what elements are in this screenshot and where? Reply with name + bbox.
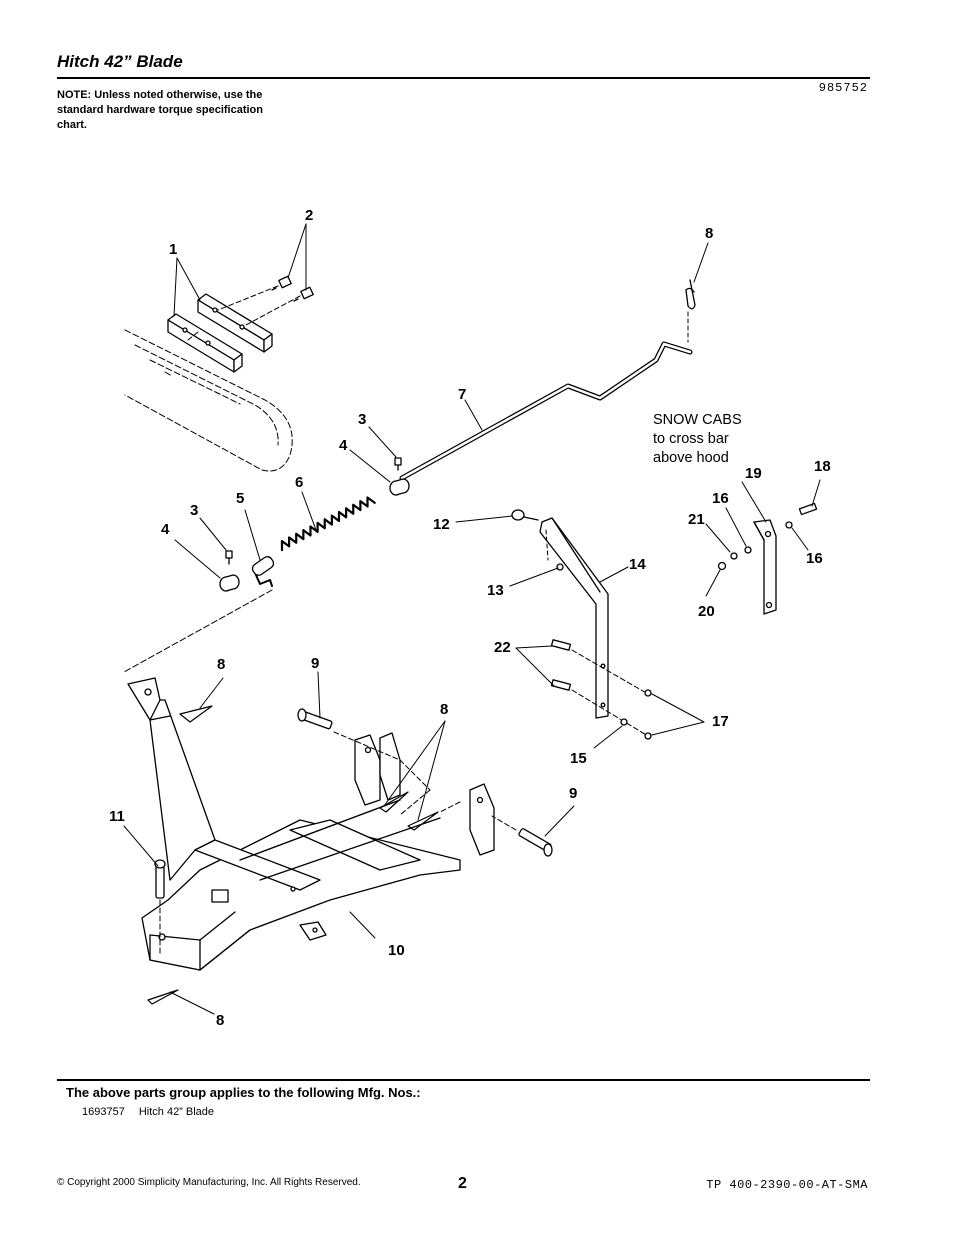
- nut-13: [556, 563, 564, 571]
- callout-13: 13: [487, 582, 504, 599]
- mfg-description: Hitch 42” Blade: [138, 1106, 215, 1118]
- hair-pins-frame: [147, 705, 439, 1005]
- applies-heading: The above parts group applies to the fol…: [66, 1085, 421, 1100]
- pin-upper: [297, 708, 401, 761]
- cab-strap: [717, 502, 818, 615]
- mfg-number: 1693757: [82, 1106, 125, 1118]
- tp-number: TP 400-2390-00-AT-SMA: [706, 1178, 868, 1192]
- pin-vertical: [154, 859, 166, 956]
- callout-1: 1: [169, 241, 177, 258]
- lift-rod: [399, 341, 693, 481]
- callout-numbers: 1 2 3 4 5 6 7 8 3 4 8 9 8 9 10 11 8 12 1…: [109, 207, 831, 1029]
- doc-number: 985752: [818, 81, 868, 95]
- leader-lines: [123, 223, 821, 1015]
- bushing-upper: [389, 457, 410, 496]
- callout-17: 17: [712, 713, 729, 730]
- callout-4b: 4: [161, 521, 170, 538]
- footer-rule: [57, 1079, 870, 1081]
- callout-3b: 3: [190, 502, 198, 519]
- blade-outline: [124, 329, 293, 472]
- callout-22: 22: [494, 639, 511, 656]
- callout-11: 11: [109, 808, 125, 825]
- bracket-nuts: [620, 689, 652, 740]
- callout-14: 14: [629, 556, 646, 573]
- callout-8c: 8: [440, 701, 448, 718]
- pin-lower: [491, 815, 553, 857]
- callout-7: 7: [458, 386, 466, 403]
- snow-cabs-annotation: SNOW CABS to cross bar above hood: [653, 412, 742, 466]
- trunnion: [251, 556, 275, 587]
- copyright: © Copyright 2000 Simplicity Manufacturin…: [57, 1177, 361, 1188]
- callout-20: 20: [698, 603, 715, 620]
- frame-dashes: [399, 759, 461, 816]
- wear-bars: [167, 293, 273, 373]
- callout-6: 6: [295, 474, 303, 491]
- callout-18: 18: [814, 458, 831, 475]
- annotation-line-1: SNOW CABS: [653, 412, 742, 428]
- mfg-entry: 1693757 Hitch 42” Blade: [82, 1106, 228, 1118]
- callout-4: 4: [339, 437, 348, 454]
- callout-10: 10: [388, 942, 405, 959]
- bracket-bolts: [550, 639, 649, 737]
- bracket: [539, 517, 609, 719]
- bar-bolts: [271, 275, 314, 302]
- callout-8b: 8: [217, 656, 225, 673]
- page-number: 2: [458, 1175, 467, 1192]
- callout-21: 21: [688, 511, 705, 528]
- spring: [280, 496, 376, 552]
- callout-15: 15: [570, 750, 587, 767]
- hitch-frame: [127, 677, 495, 971]
- bar-bolt-lines: [187, 285, 301, 341]
- callout-12: 12: [433, 516, 450, 533]
- callout-2: 2: [305, 207, 313, 224]
- eyebolt: [511, 509, 549, 561]
- callout-16b: 16: [806, 550, 823, 567]
- header-rule: [57, 77, 870, 79]
- hair-pin-upper: [685, 279, 696, 343]
- callout-16: 16: [712, 490, 729, 507]
- callout-8: 8: [705, 225, 713, 242]
- annotation-line-3: above hood: [653, 450, 729, 466]
- callout-9b: 9: [569, 785, 577, 802]
- callout-3: 3: [358, 411, 366, 428]
- callout-5: 5: [236, 490, 244, 507]
- callout-19: 19: [745, 465, 762, 482]
- annotation-line-2: to cross bar: [653, 431, 729, 447]
- page-title: Hitch 42” Blade: [57, 52, 183, 71]
- callout-9: 9: [311, 655, 319, 672]
- torque-note: NOTE: Unless noted otherwise, use the st…: [57, 89, 263, 131]
- callout-8d: 8: [216, 1012, 224, 1029]
- bushing-lower: [219, 550, 240, 592]
